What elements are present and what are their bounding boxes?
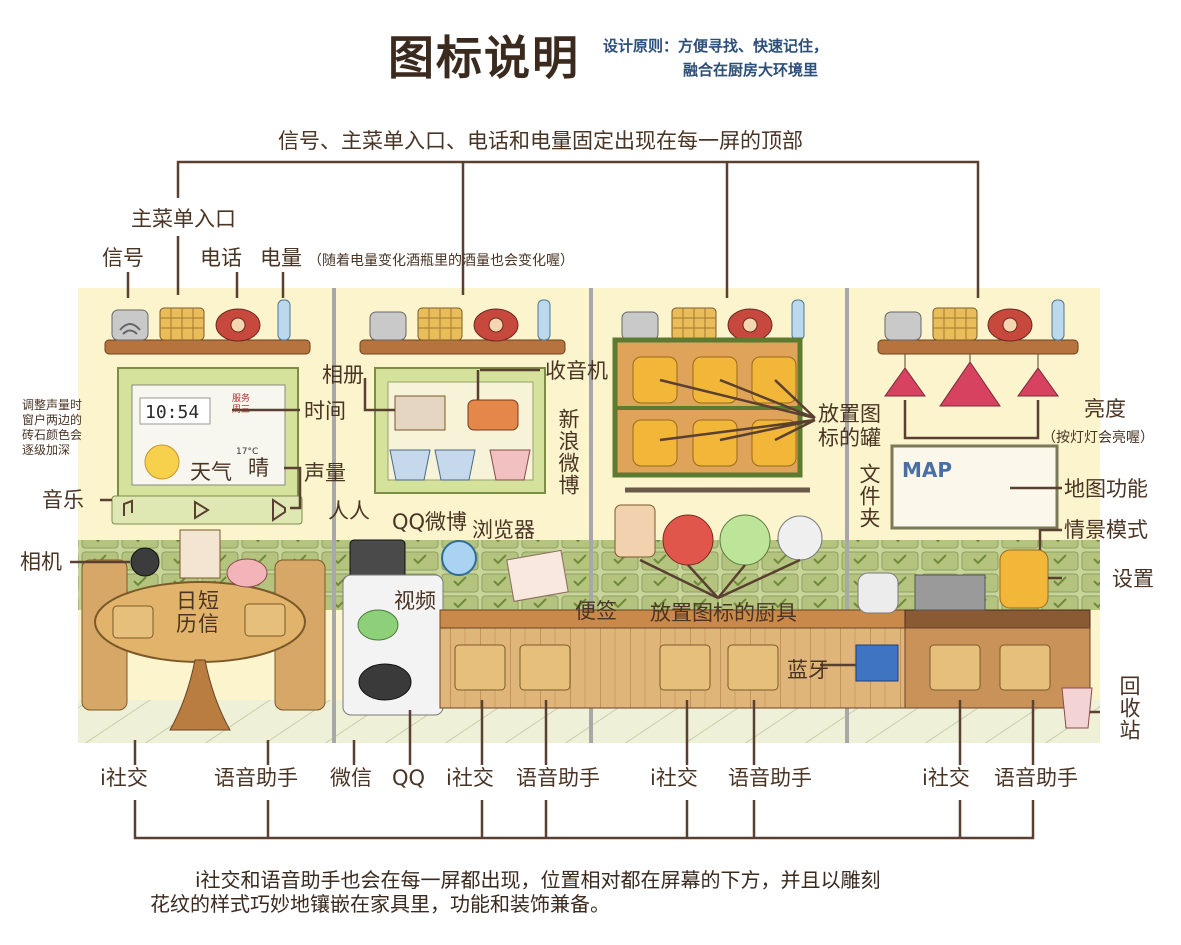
bluetooth-icon [855, 644, 899, 682]
video-label: 视频 [394, 589, 436, 613]
voice-assistant-label-4: 语音助手 [994, 766, 1078, 790]
notes-label: 便签 [575, 599, 617, 623]
isocial-label-4: i社交 [922, 766, 970, 790]
voice-carving-1 [244, 603, 286, 637]
sms-label: 短 信 [198, 589, 219, 636]
principle-line-1: 设计原则：方便寻找、快速记住， [603, 37, 829, 55]
scene-basket-icon [914, 574, 986, 611]
qq-icon [358, 663, 412, 701]
qq-label: QQ [392, 766, 426, 790]
bottom-note: i社交和语音助手也会在每一屏都出现，位置相对都在屏幕的下方，并且以雕刻 花纹的样… [150, 868, 881, 916]
pot-1 [389, 449, 431, 481]
signal-label: 信号 [102, 246, 144, 270]
map-label: 地图功能 [1064, 477, 1148, 501]
voice-carving-2 [519, 644, 571, 691]
voice-assistant-label-1: 语音助手 [214, 766, 298, 790]
design-principle: 设计原则：方便寻找、快速记住， 融合在厨房大环境里 [603, 34, 828, 82]
phone-label: 电话 [200, 246, 242, 270]
lamp-2 [939, 361, 1001, 407]
temperature: 17°C [236, 447, 259, 457]
top-shelf-1 [104, 299, 311, 355]
isocial-carving-2 [454, 644, 506, 691]
principle-line-2: 融合在厨房大环境里 [683, 61, 819, 79]
rice-cooker-icon [857, 572, 899, 614]
radio-icon [467, 399, 519, 431]
camera-label: 相机 [20, 550, 62, 574]
top-shelf-4 [877, 299, 1079, 355]
calendar-note: 服务 周三 [232, 394, 251, 415]
recycle-bin-icon [1061, 687, 1093, 729]
radio-label: 收音机 [545, 359, 608, 383]
lamp-1 [884, 367, 926, 397]
pan-white-icon [777, 515, 823, 561]
sun-icon [144, 444, 180, 480]
notes-icon [506, 549, 569, 602]
calendar-label: 日 历 [176, 589, 197, 636]
album-icon [394, 395, 446, 431]
leader-lines [70, 160, 1100, 840]
bluetooth-label: 蓝牙 [787, 658, 829, 682]
fixed-top-note: 信号、主菜单入口、电话和电量固定出现在每一屏的顶部 [278, 129, 803, 153]
scene-label: 情景模式 [1064, 518, 1148, 542]
isocial-carving-1 [112, 605, 154, 639]
volume-note: 调整声量时 窗户两边的 砖石颜色会 逐级加深 [22, 398, 83, 457]
jar-label: 放置图 标的罐 [818, 402, 881, 450]
utensil-label: 放置图标的厨具 [650, 601, 797, 625]
battery-note: （随着电量变化酒瓶里的酒量也会变化喔） [308, 253, 574, 269]
pan-green-icon [719, 514, 771, 566]
page-title: 图标说明 [388, 31, 580, 85]
bottom-note-line-2: 花纹的样式巧妙地镶嵌在家具里，功能和装饰兼备。 [150, 892, 610, 916]
brightness-label: 亮度 [1084, 397, 1126, 421]
isocial-label-1: i社交 [100, 766, 148, 790]
music-label: 音乐 [42, 488, 84, 512]
weather-label[interactable]: 天气 [190, 460, 232, 484]
folder-label: 文件夹 [857, 463, 881, 529]
calendar-icon [179, 529, 221, 579]
battery-label: 电量 [260, 246, 302, 270]
map-text[interactable]: MAP [902, 458, 953, 482]
voice-assistant-label-3: 语音助手 [728, 766, 812, 790]
camera-icon [130, 547, 160, 577]
sina-weibo-label: 新浪微博 [556, 408, 580, 496]
bottom-note-line-1: i社交和语音助手也会在每一屏都出现，位置相对都在屏幕的下方，并且以雕刻 [195, 868, 881, 892]
settings-icon [999, 549, 1049, 609]
pan-red-icon [662, 514, 714, 566]
weather-value: 晴 [248, 456, 269, 480]
isocial-carving-4 [929, 644, 981, 691]
voice-assistant-label-2: 语音助手 [516, 766, 600, 790]
sms-icon [226, 558, 268, 588]
volume-label: 声量 [304, 461, 346, 485]
brightness-note: （按灯灯会亮喔） [1042, 430, 1154, 446]
lamp-3 [1017, 367, 1059, 397]
top-shelf-2 [359, 299, 566, 355]
browser-icon [441, 540, 477, 576]
main-menu-label: 主菜单入口 [131, 207, 236, 231]
cutting-board-icon [614, 504, 656, 558]
clock-box [139, 397, 211, 425]
browser-label: 浏览器 [472, 518, 535, 542]
clock-time[interactable]: 10:54 [145, 402, 200, 423]
settings-label: 设置 [1112, 567, 1154, 591]
voice-carving-4 [999, 644, 1051, 691]
pot-3 [489, 449, 531, 481]
wechat-icon [357, 609, 399, 641]
album-label: 相册 [322, 363, 364, 387]
pot-2 [434, 449, 476, 481]
qq-weibo-label: QQ微博 [392, 510, 468, 534]
recycle-label: 回收站 [1117, 675, 1141, 741]
time-label: 时间 [304, 399, 346, 423]
top-shelf-3 [621, 299, 805, 342]
wechat-label: 微信 [330, 766, 372, 790]
isocial-label-3: i社交 [650, 766, 698, 790]
isocial-carving-3 [659, 644, 711, 691]
renren-label: 人人 [328, 499, 370, 523]
voice-carving-3 [727, 644, 779, 691]
isocial-label-2: i社交 [446, 766, 494, 790]
